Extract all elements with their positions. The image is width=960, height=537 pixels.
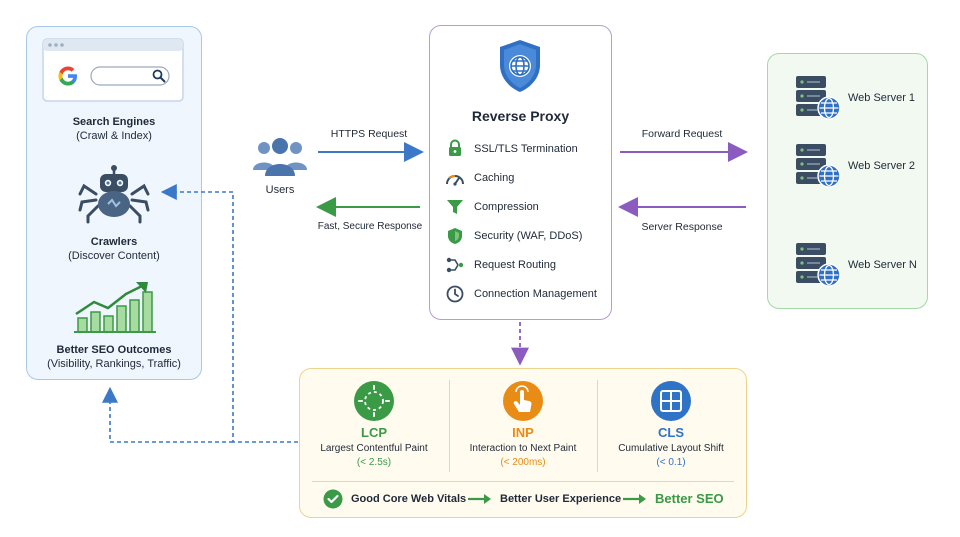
feature-ssl-label: SSL/TLS Termination xyxy=(474,143,578,155)
bar-growth-icon xyxy=(72,278,158,336)
vitals-footer-divider xyxy=(312,481,734,482)
feature-connection-label: Connection Management xyxy=(474,288,597,300)
arrow-right-icon xyxy=(468,493,492,505)
good-core-web-vitals-label: Good Core Web Vitals xyxy=(351,493,467,505)
inp-abbr: INP xyxy=(512,425,534,440)
cls-abbr: CLS xyxy=(658,425,684,440)
inp-icon xyxy=(502,380,544,422)
feature-compression-label: Compression xyxy=(474,201,539,213)
spider-bot-icon xyxy=(78,164,150,226)
shield-globe-icon xyxy=(497,38,543,94)
arrow-right-icon xyxy=(623,493,647,505)
shield-icon xyxy=(446,227,464,245)
seo-outcomes-sublabel: (Visibility, Rankings, Traffic) xyxy=(47,358,181,370)
forward-request-label: Forward Request xyxy=(641,128,723,140)
google-logo xyxy=(56,64,80,88)
seo-outcomes-label: Better SEO Outcomes xyxy=(56,344,172,356)
vitals-divider-1 xyxy=(449,380,450,472)
gauge-icon xyxy=(445,169,465,187)
server-response-label: Server Response xyxy=(641,221,723,233)
server-icon xyxy=(795,143,841,189)
inp-threshold: (< 200ms) xyxy=(500,457,546,468)
lcp-icon xyxy=(353,380,395,422)
lcp-abbr: LCP xyxy=(361,425,387,440)
search-engines-label: Search Engines xyxy=(72,116,156,128)
search-box xyxy=(90,66,170,86)
funnel-icon xyxy=(446,198,464,216)
cls-name: Cumulative Layout Shift xyxy=(618,443,724,454)
feature-caching-label: Caching xyxy=(474,172,515,184)
clock-icon xyxy=(446,285,464,303)
better-user-experience-label: Better User Experience xyxy=(500,493,622,505)
magnifier-icon xyxy=(151,68,167,84)
server-icon xyxy=(795,75,841,121)
better-seo-label: Better SEO xyxy=(655,491,724,506)
lcp-name: Largest Contentful Paint xyxy=(320,443,428,454)
lcp-threshold: (< 2.5s) xyxy=(356,457,392,468)
search-engines-sublabel: (Crawl & Index) xyxy=(76,130,152,142)
routing-icon xyxy=(446,256,464,274)
fast-secure-response-label: Fast, Secure Response xyxy=(317,221,423,232)
inp-name: Interaction to Next Paint xyxy=(469,443,577,454)
server-icon xyxy=(795,242,841,288)
web-server-1-label: Web Server 1 xyxy=(848,92,916,104)
check-circle-icon xyxy=(323,489,343,509)
reverse-proxy-title: Reverse Proxy xyxy=(471,108,570,124)
web-server-n-label: Web Server N xyxy=(848,259,917,271)
feature-security-label: Security (WAF, DDoS) xyxy=(474,230,583,242)
users-label: Users xyxy=(265,184,295,196)
https-request-label: HTTPS Request xyxy=(330,128,408,140)
crawlers-label: Crawlers xyxy=(90,236,138,248)
lock-icon xyxy=(446,139,464,157)
feature-routing-label: Request Routing xyxy=(474,259,556,271)
users-icon xyxy=(252,136,308,178)
web-server-2-label: Web Server 2 xyxy=(848,160,916,172)
vitals-divider-2 xyxy=(597,380,598,472)
cls-threshold: (< 0.1) xyxy=(656,457,686,468)
cls-icon xyxy=(650,380,692,422)
web-servers-panel xyxy=(767,53,928,309)
crawlers-sublabel: (Discover Content) xyxy=(68,250,160,262)
